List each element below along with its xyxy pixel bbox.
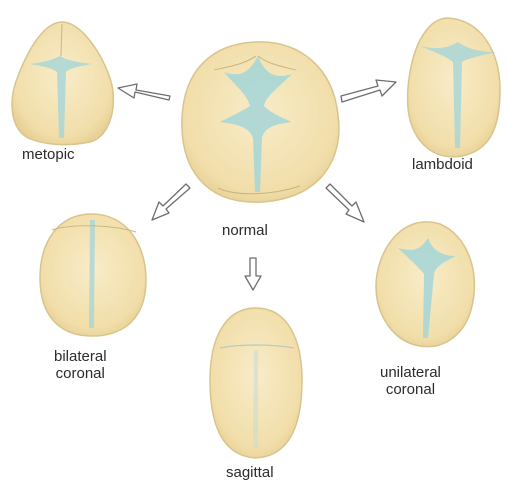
unilateral-coronal-skull xyxy=(376,222,474,347)
label-bilateral-line2: coronal xyxy=(54,365,107,382)
label-normal: normal xyxy=(222,222,268,239)
label-sagittal: sagittal xyxy=(226,464,274,481)
label-bilateral-line1: bilateral xyxy=(54,348,107,365)
metopic-skull xyxy=(12,22,113,145)
arrow-to-bilateral-coronal xyxy=(152,184,190,220)
normal-skull xyxy=(182,42,339,202)
bilateral-coronal-skull xyxy=(40,214,146,336)
arrow-to-lambdoid xyxy=(341,80,396,102)
label-metopic: metopic xyxy=(22,146,75,163)
arrow-to-unilateral-coronal xyxy=(326,184,364,222)
arrow-to-metopic xyxy=(118,84,170,100)
label-unilateral-line1: unilateral xyxy=(380,364,441,381)
label-lambdoid: lambdoid xyxy=(412,156,473,173)
label-unilateral-coronal: unilateral coronal xyxy=(380,364,441,398)
arrow-to-sagittal xyxy=(245,258,261,290)
lambdoid-skull xyxy=(408,18,500,157)
label-bilateral-coronal: bilateral coronal xyxy=(54,348,107,382)
label-unilateral-line2: coronal xyxy=(380,381,441,398)
sagittal-skull xyxy=(210,308,302,458)
